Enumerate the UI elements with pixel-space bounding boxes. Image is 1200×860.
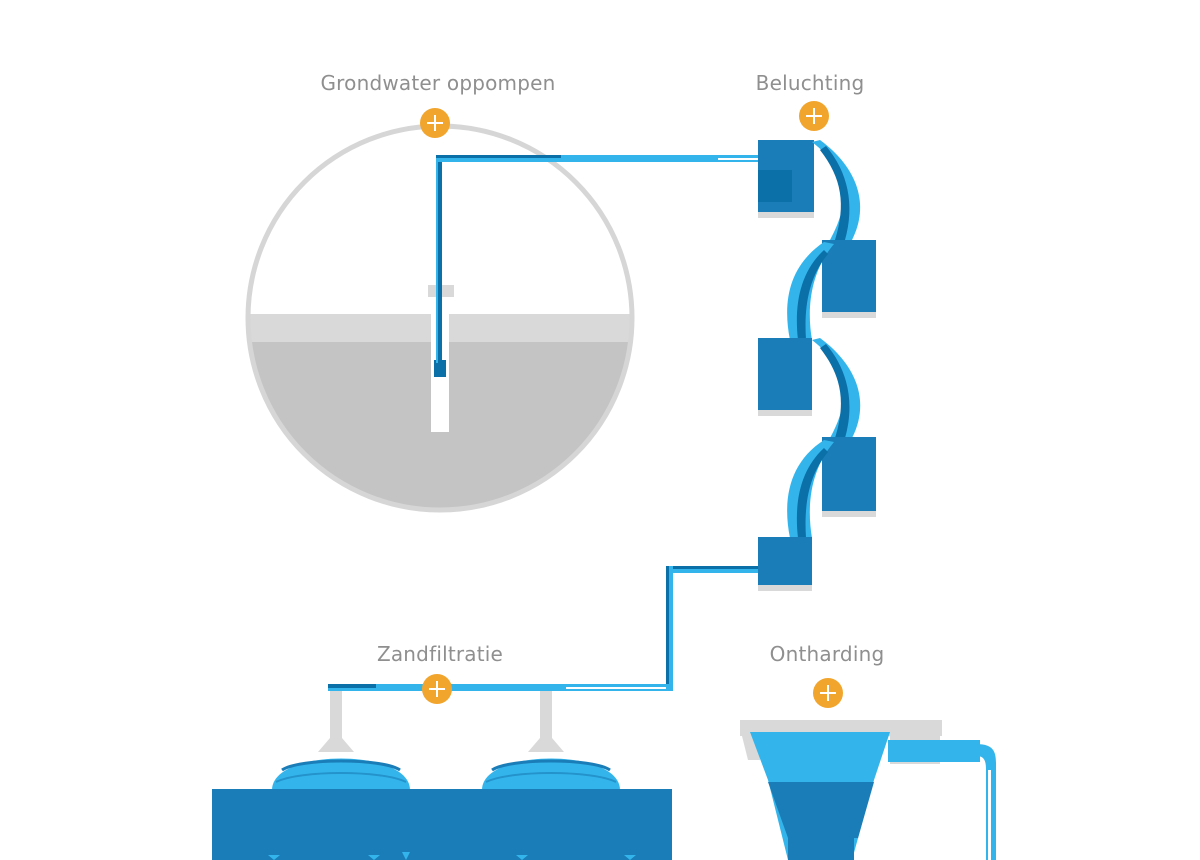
sand-filter-dome	[272, 758, 410, 790]
pipe-well-to-aeration	[436, 155, 760, 162]
softening-reactor	[740, 720, 996, 860]
aeration-collector-box	[758, 537, 812, 591]
pipe-aeration-to-filters	[328, 566, 758, 691]
groundwater-well	[245, 123, 635, 513]
aeration-cascade	[758, 140, 876, 591]
sand-filters	[212, 691, 672, 860]
aeration-box	[822, 437, 876, 517]
aeration-box	[822, 240, 876, 318]
aeration-box	[758, 338, 812, 416]
sand-filter-basin	[212, 789, 672, 860]
aeration-waterfall	[812, 140, 861, 240]
well-pipe-vertical	[436, 158, 442, 363]
step-label-grondwater: Grondwater oppompen	[320, 71, 556, 95]
zandfiltratie-info-button[interactable]	[422, 674, 452, 704]
well-pump	[434, 360, 446, 377]
beluchting-info-button[interactable]	[799, 101, 829, 131]
well-pipe-vertical-highlight	[436, 158, 438, 363]
aeration-box	[758, 140, 814, 218]
step-label-beluchting: Beluchting	[755, 71, 865, 95]
step-label-zandfiltratie: Zandfiltratie	[376, 642, 504, 666]
grondwater-info-button[interactable]	[420, 108, 450, 138]
ontharding-info-button[interactable]	[813, 678, 843, 708]
aeration-waterfall	[812, 338, 861, 438]
sand-filter-dome	[482, 758, 620, 790]
step-label-ontharding: Ontharding	[769, 642, 885, 666]
